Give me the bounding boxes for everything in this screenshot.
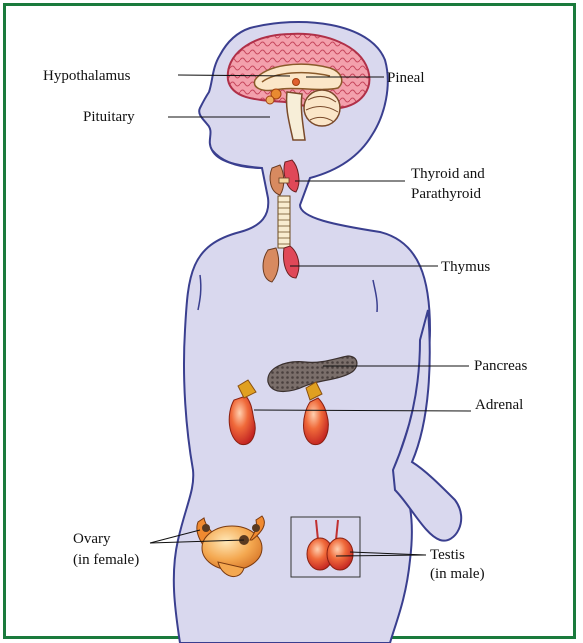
label-pineal: Pineal [387, 70, 425, 86]
label-hypothalamus: Hypothalamus [43, 68, 131, 84]
label-ovary-line1: Ovary [73, 531, 111, 547]
label-thyroid-line1: Thyroid and [411, 166, 485, 182]
trachea [278, 196, 290, 248]
label-ovary-line2: (in female) [73, 552, 139, 568]
label-pituitary: Pituitary [83, 109, 135, 125]
label-testis-line1: Testis [430, 547, 465, 563]
label-thymus: Thymus [441, 259, 490, 275]
label-adrenal: Adrenal [475, 397, 523, 413]
label-thyroid-line2: Parathyroid [411, 186, 481, 202]
label-pancreas: Pancreas [474, 358, 527, 374]
label-testis-line2: (in male) [430, 566, 485, 582]
